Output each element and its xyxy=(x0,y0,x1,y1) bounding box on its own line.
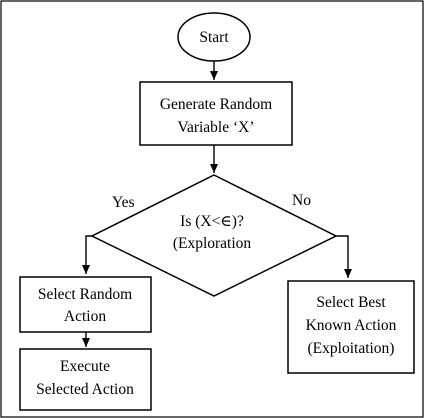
edge-yes-branch xyxy=(82,235,92,274)
start-node-label: Start xyxy=(199,29,229,46)
random-action-line1: Select Random xyxy=(38,286,132,303)
execute-node xyxy=(19,348,152,411)
best-action-line1: Select Best xyxy=(316,294,386,311)
decision-node xyxy=(90,174,338,297)
best-action-line2: Known Action xyxy=(306,317,397,334)
decision-node-line2: (Exploration xyxy=(173,235,252,252)
no-label: No xyxy=(292,192,311,209)
generate-node-line1: Generate Random xyxy=(160,96,272,113)
random-action-line2: Action xyxy=(64,308,106,325)
execute-line1: Execute xyxy=(60,358,110,375)
yes-label: Yes xyxy=(112,194,135,211)
best-action-line3: (Exploitation) xyxy=(308,340,395,357)
decision-node-line1: Is (X<∈)? xyxy=(180,213,244,230)
best-action-node xyxy=(287,280,415,374)
generate-node-line2: Variable ‘X’ xyxy=(177,119,254,136)
generate-node xyxy=(139,81,293,146)
edge-no-branch xyxy=(336,235,352,278)
execute-line2: Selected Action xyxy=(36,381,134,398)
